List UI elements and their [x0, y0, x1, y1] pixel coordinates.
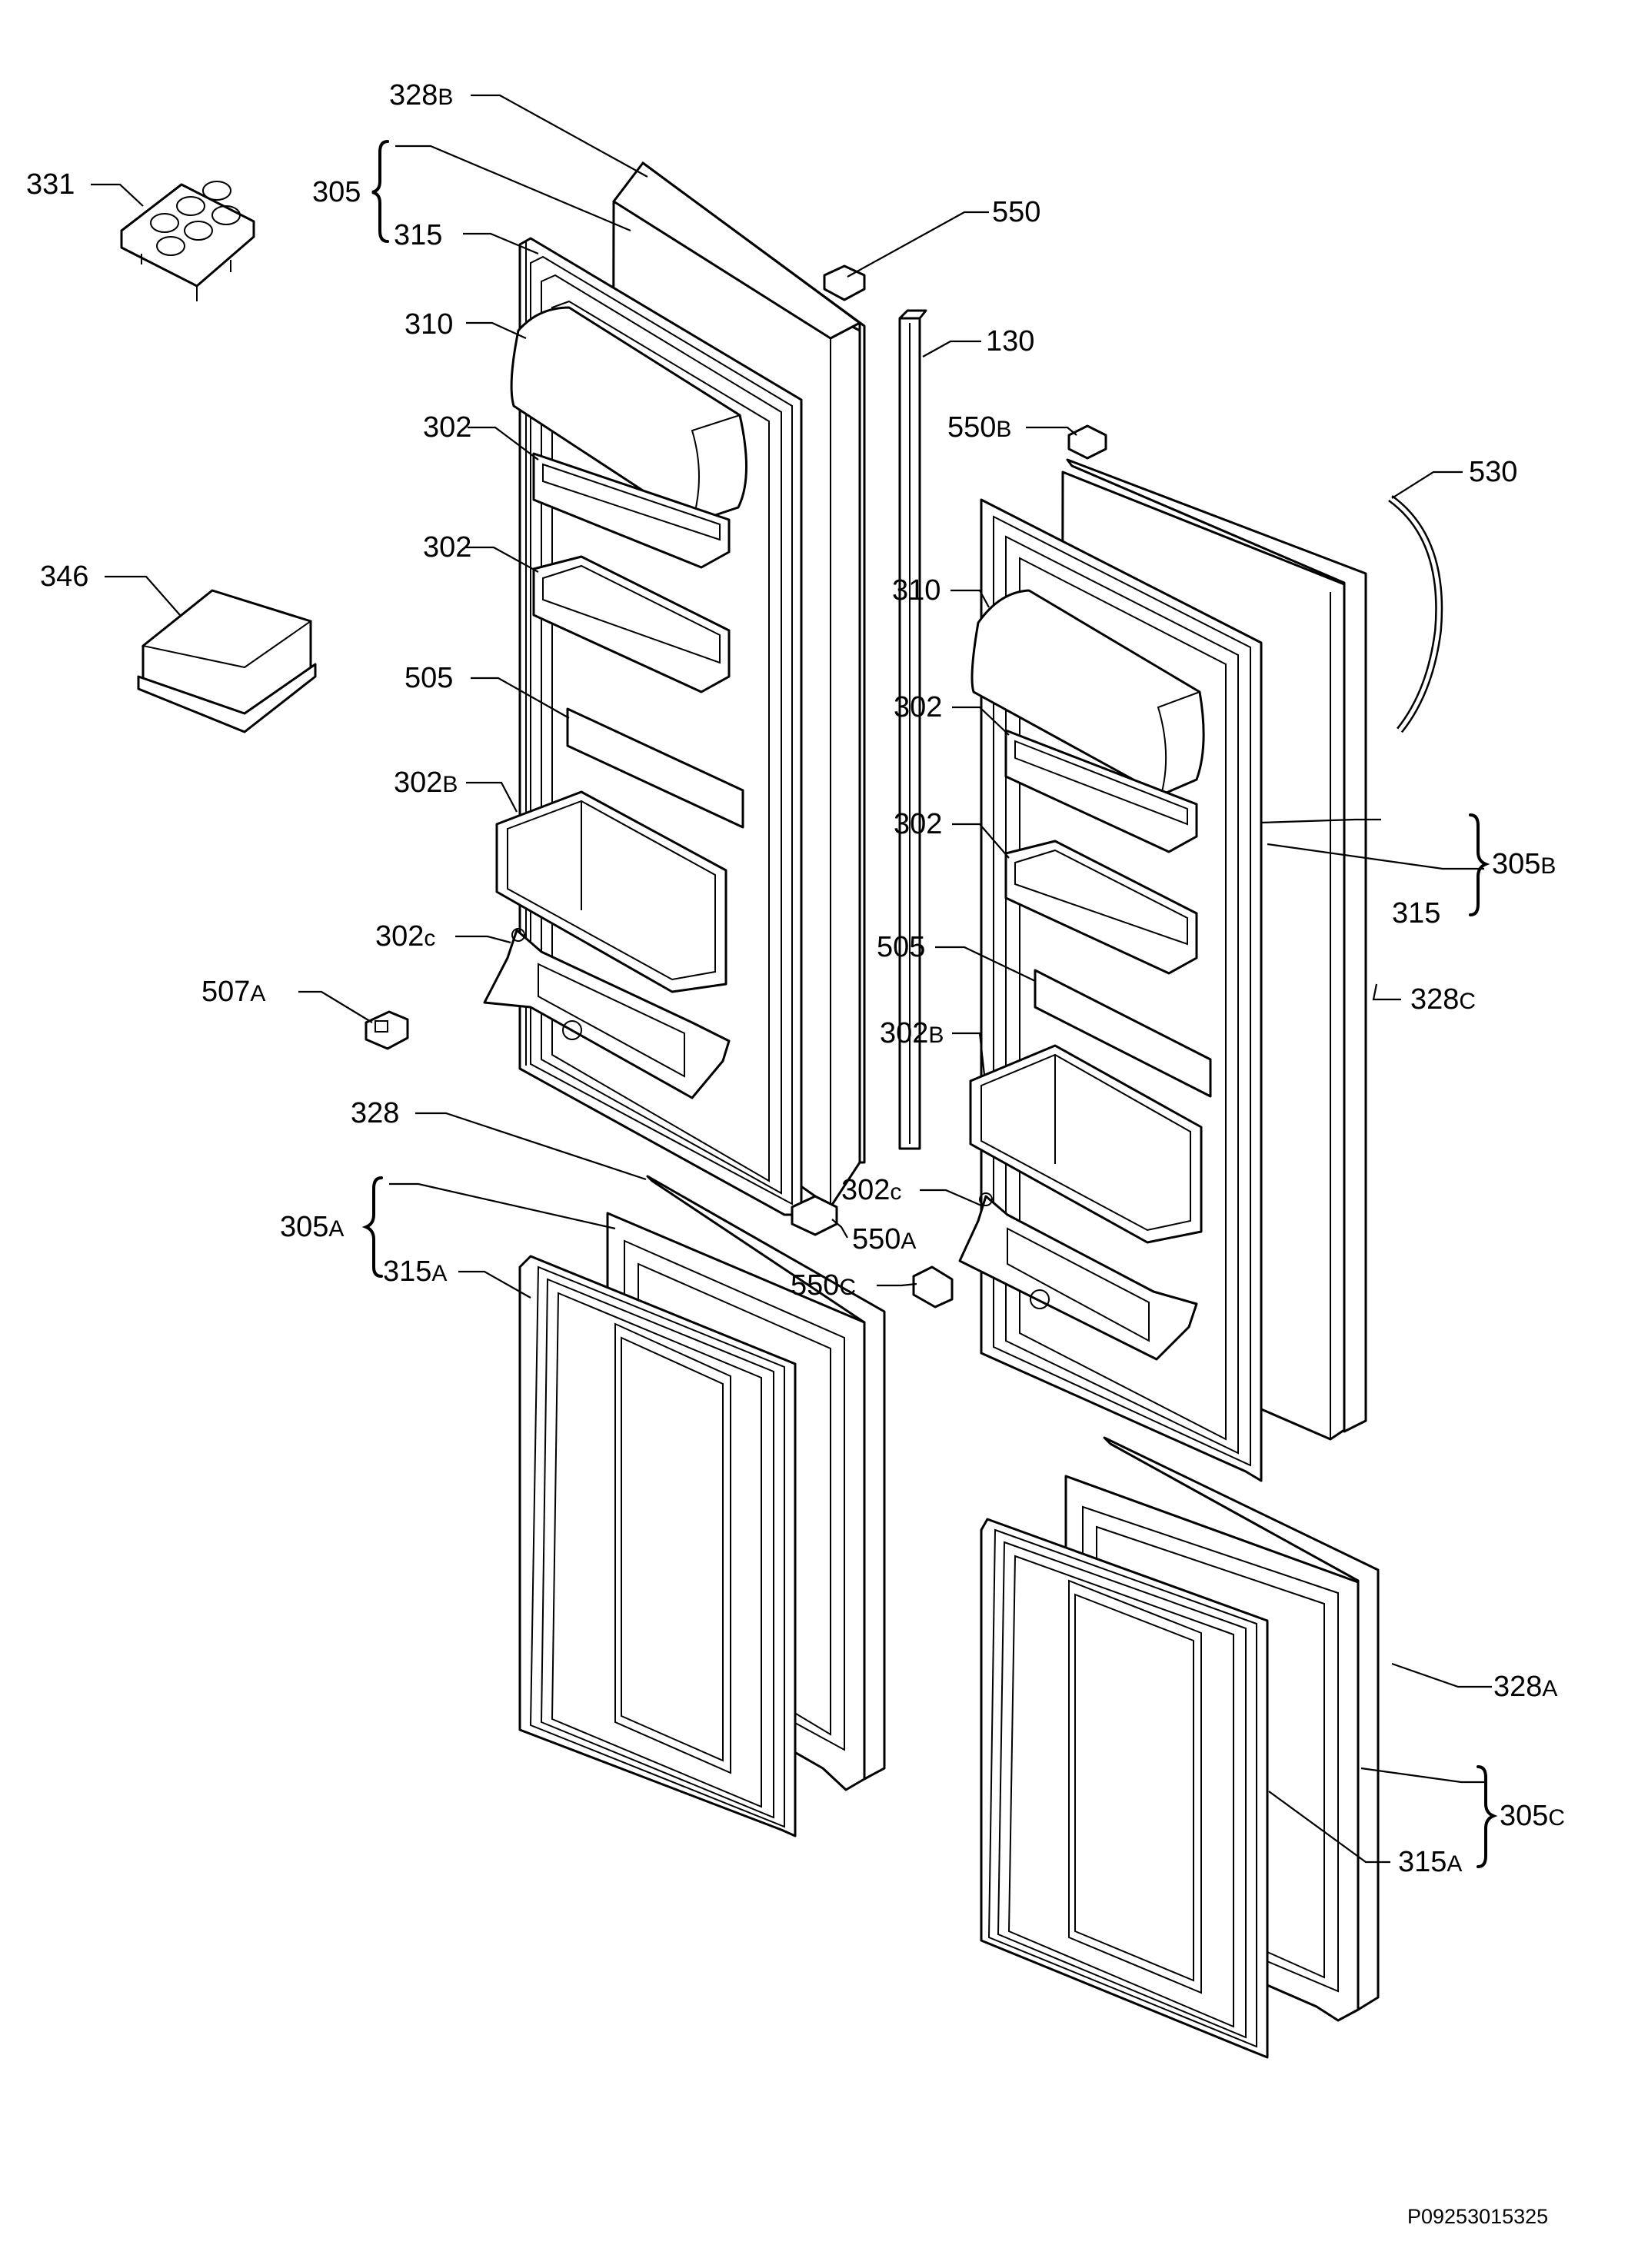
label-302-lower: 302: [423, 531, 471, 564]
door-bin-302b: [495, 790, 727, 993]
label-550b: 550B: [947, 411, 1011, 444]
tube-530: [1388, 494, 1443, 733]
bottle-holder-302c-right: [958, 1192, 1198, 1361]
right-lower-door-assembly: [980, 1436, 1380, 2059]
label-505-right: 505: [877, 931, 925, 963]
label-305c: 305C: [1500, 1800, 1565, 1832]
left-upper-door-assembly: [483, 161, 866, 1216]
label-315: 315: [394, 219, 442, 251]
door-shelf-302-upper: [532, 452, 731, 569]
hinge-cover-550: [823, 264, 866, 301]
label-310-right: 310: [892, 574, 941, 607]
butter-box-346: [137, 589, 317, 733]
label-328c: 328C: [1410, 983, 1476, 1016]
label-346: 346: [40, 560, 88, 593]
label-328: 328: [351, 1097, 399, 1129]
label-310: 310: [405, 308, 453, 341]
brace-305: [371, 140, 389, 243]
drawing-code: P09253015325: [1407, 2205, 1548, 2228]
mullion-strip-130: [898, 309, 927, 1150]
label-305b: 305B: [1492, 848, 1556, 880]
label-315a: 315A: [383, 1255, 447, 1288]
label-530: 530: [1469, 456, 1517, 488]
label-302b: 302B: [394, 767, 458, 799]
door-gasket-315a: [518, 1255, 797, 1837]
label-331: 331: [26, 168, 75, 201]
hinge-cover-550c: [912, 1265, 954, 1309]
leader-lines: [91, 94, 1492, 1864]
door-shelf-302-right-lower: [1004, 840, 1198, 975]
label-302-right-lower: 302: [894, 808, 942, 840]
label-550: 550: [992, 196, 1040, 228]
door-shelf-302-right-upper: [1004, 729, 1198, 853]
egg-tray-331: [120, 181, 255, 301]
light-cover-505-right: [1034, 969, 1212, 1098]
label-130: 130: [986, 325, 1034, 357]
left-lower-door-assembly: [518, 1175, 886, 1837]
label-302-right-upper: 302: [894, 691, 942, 723]
light-cover-505: [566, 707, 744, 829]
label-505: 505: [405, 662, 453, 694]
dairy-cover-310-right: [970, 589, 1205, 796]
label-302-upper: 302: [423, 411, 471, 444]
label-315a-right: 315A: [1398, 1846, 1462, 1878]
bottle-holder-302c: [483, 928, 731, 1099]
door-bin-302b-right: [969, 1044, 1203, 1244]
label-302c: 302c: [375, 920, 435, 953]
label-302c-right: 302c: [841, 1174, 901, 1206]
hinge-cover-550b: [1067, 424, 1107, 460]
label-302b-right: 302B: [880, 1017, 944, 1049]
label-507a: 507A: [201, 976, 265, 1008]
label-550c: 550C: [791, 1269, 856, 1302]
right-upper-door-assembly: [958, 458, 1367, 1482]
door-gasket-315a-right: [980, 1518, 1269, 2059]
label-328b: 328B: [389, 79, 453, 111]
label-315-right: 315: [1392, 897, 1440, 929]
brace-305b: [1469, 813, 1490, 916]
label-305a: 305A: [280, 1211, 344, 1243]
part-labels: 328B 305 315 331 310 302 302 346 505 302…: [26, 79, 1565, 2228]
hinge-part-507a: [365, 1010, 409, 1050]
grouping-braces: [361, 140, 1498, 1868]
label-550a: 550A: [852, 1223, 916, 1255]
door-shelf-302-lower: [532, 555, 731, 693]
label-305: 305: [312, 176, 361, 208]
brace-305a: [361, 1176, 383, 1278]
brace-305c: [1477, 1765, 1498, 1868]
label-328a: 328A: [1493, 1671, 1557, 1703]
